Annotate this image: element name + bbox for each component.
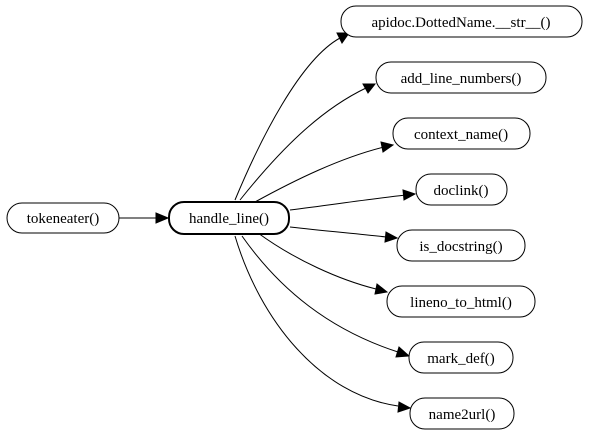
node-tokeneater[interactable]: tokeneater(): [6, 202, 120, 234]
edge-handle-line-name2url: [234, 235, 399, 407]
edges: [119, 37, 407, 407]
node-add-line-numbers[interactable]: add_line_numbers(): [375, 61, 547, 94]
nodes: tokeneater() handle_line() apidoc.Dotted…: [6, 5, 583, 430]
edge-handle-line-context-name: [254, 146, 385, 203]
node-label: doclink(): [434, 183, 489, 199]
node-label: context_name(): [414, 127, 508, 143]
node-lineno-to-html[interactable]: lineno_to_html(): [386, 285, 536, 318]
arrowhead-is-docstring: [384, 231, 399, 243]
edge-handle-line-doclink: [289, 194, 407, 211]
node-label: name2url(): [429, 407, 496, 423]
node-name2url[interactable]: name2url(): [409, 397, 515, 430]
arrowhead-name2url: [397, 401, 412, 413]
node-doclink[interactable]: doclink(): [415, 173, 508, 206]
edge-handle-line-add-line-numbers: [239, 87, 367, 201]
edge-handle-line-lineno-to-html: [257, 232, 377, 290]
node-label: lineno_to_html(): [410, 295, 512, 311]
arrowhead-handle-line: [155, 212, 170, 224]
node-label: mark_def(): [427, 351, 494, 367]
edge-handle-line-is-docstring: [289, 226, 387, 238]
edge-handle-line-apidoc-str: [234, 37, 341, 201]
node-label: tokeneater(): [27, 211, 99, 227]
node-mark-def[interactable]: mark_def(): [408, 341, 514, 374]
arrowhead-doclink: [402, 189, 417, 201]
node-label: add_line_numbers(): [401, 71, 522, 87]
node-label: handle_line(): [189, 211, 269, 227]
arrowhead-lineno-to-html: [374, 283, 389, 295]
node-apidoc-dottedname-str[interactable]: apidoc.DottedName.__str__(): [340, 5, 583, 38]
node-handle-line[interactable]: handle_line(): [168, 201, 290, 235]
edge-handle-line-mark-def: [241, 235, 399, 353]
node-is-docstring[interactable]: is_docstring(): [396, 229, 526, 262]
arrowheads: [155, 32, 417, 413]
node-context-name[interactable]: context_name(): [392, 117, 531, 150]
arrowhead-context-name: [380, 141, 395, 153]
node-label: apidoc.DottedName.__str__(): [371, 15, 550, 31]
arrowhead-mark-def: [395, 346, 411, 358]
arrowhead-add-line-numbers: [362, 83, 377, 94]
arrowhead-apidoc-str: [336, 32, 350, 44]
node-label: is_docstring(): [419, 239, 502, 255]
